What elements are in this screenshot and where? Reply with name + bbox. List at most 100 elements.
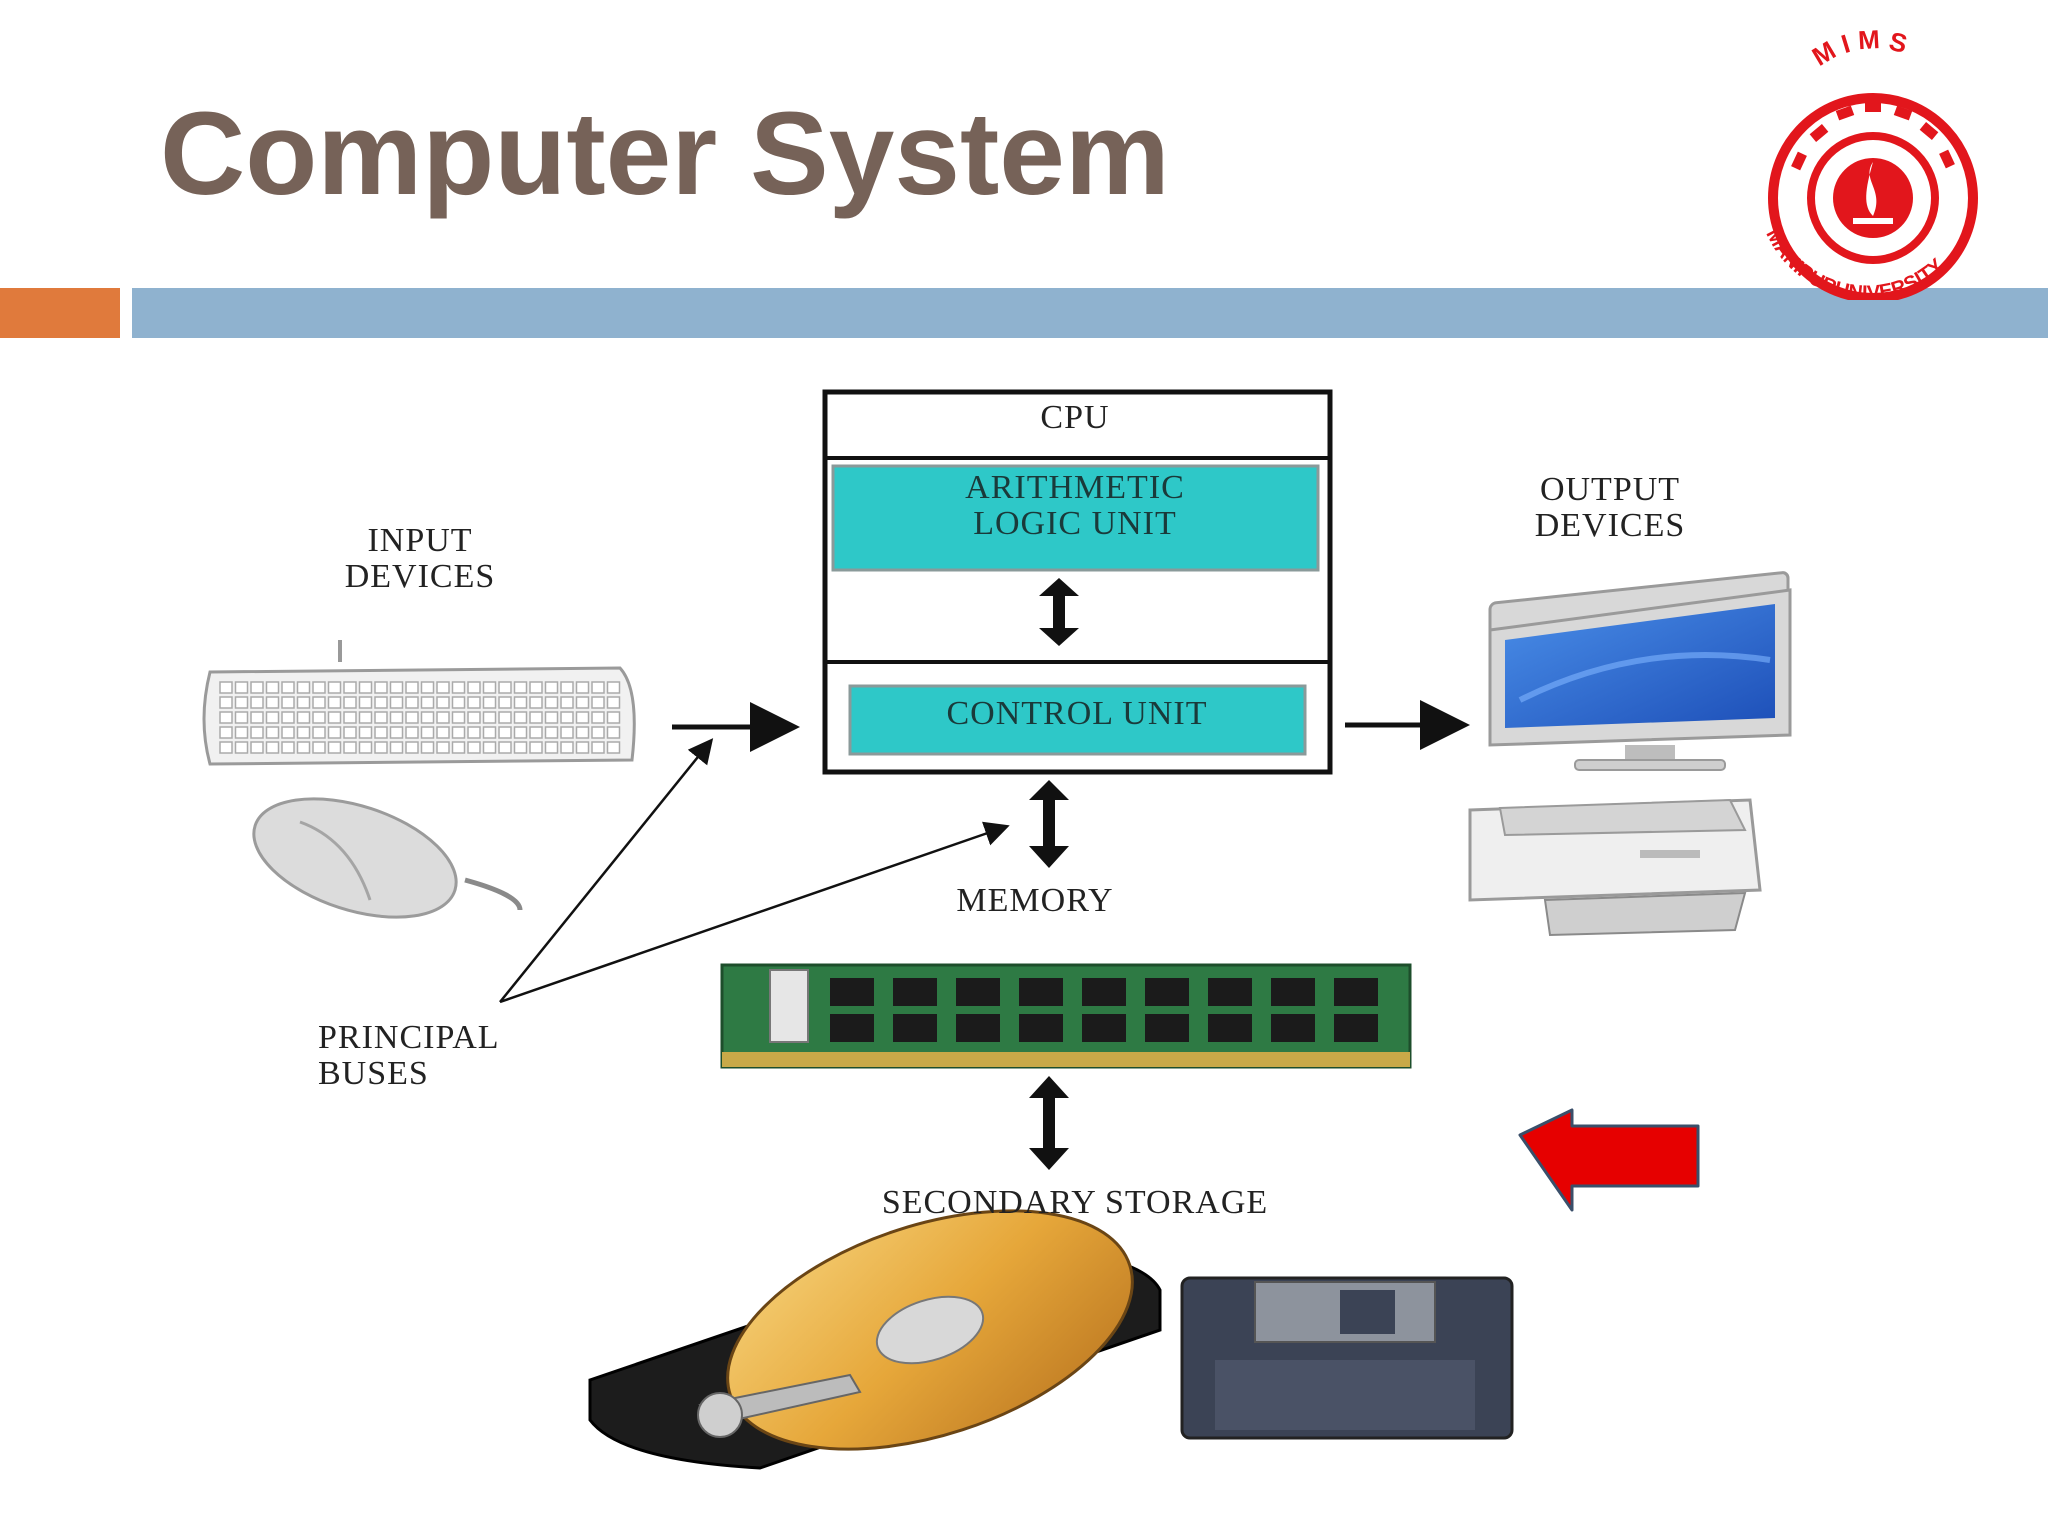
logo-ring-glyphs [1791, 102, 1955, 171]
keyboard-key [606, 741, 621, 754]
keyboard-key [374, 741, 388, 754]
keyboard-key [265, 681, 280, 694]
keyboard-key [405, 711, 419, 724]
keyboard-key [250, 726, 264, 739]
keyboard-key [451, 696, 466, 709]
keyboard-key [343, 681, 357, 694]
keyboard-key [250, 741, 264, 754]
keyboard-key [234, 741, 249, 754]
keyboard-key [560, 696, 574, 709]
keyboard-key [296, 681, 311, 694]
keyboard-key [265, 726, 280, 739]
keyboard-key [575, 741, 590, 754]
keyboard-key [296, 741, 311, 754]
keyboard-key [451, 711, 466, 724]
keyboard-key [327, 681, 342, 694]
keyboard-key [343, 741, 357, 754]
ram-chip [1019, 1014, 1063, 1042]
keyboard-key [560, 741, 574, 754]
keyboard-key [482, 741, 497, 754]
keyboard-key [234, 696, 249, 709]
keyboard-key [389, 711, 404, 724]
keyboard-icon [202, 640, 636, 766]
keyboard-key [482, 711, 497, 724]
keyboard-key [591, 696, 605, 709]
keyboard-key [296, 726, 311, 739]
university-logo: M I M S MANIPURUNIVERSITY [1761, 30, 1978, 300]
keyboard-key [250, 711, 264, 724]
output-label-line2: DEVICES [1534, 507, 1686, 544]
cpu-box [822, 389, 1333, 775]
ram-chip [830, 978, 874, 1006]
buses-label-line1: PRINCIPAL [318, 1019, 500, 1056]
keyboard-key [467, 711, 481, 724]
ram-chip [830, 1014, 874, 1042]
keyboard-key [529, 681, 543, 694]
ram-chip [1019, 978, 1063, 1006]
red-left-arrow-icon [1518, 1108, 1700, 1212]
keyboard-key [544, 726, 559, 739]
keyboard-key [374, 726, 388, 739]
keyboard-key [498, 741, 512, 754]
keyboard-key [327, 726, 342, 739]
keyboard-key [234, 726, 249, 739]
keyboard-key [234, 681, 249, 694]
keyboard-key [560, 711, 574, 724]
keyboard-key [436, 711, 450, 724]
keyboard-key [250, 696, 264, 709]
keyboard-key [513, 711, 528, 724]
keyboard-key [467, 696, 481, 709]
floppy-disk-icon [1180, 1276, 1514, 1440]
keyboard-key [234, 711, 249, 724]
keyboard-key [219, 726, 233, 739]
keyboard-key [436, 726, 450, 739]
keyboard-key [513, 696, 528, 709]
ram-chip [1082, 978, 1126, 1006]
keyboard-key [389, 696, 404, 709]
keyboard-key [591, 726, 605, 739]
keyboard-key [358, 681, 373, 694]
keyboard-key [327, 741, 342, 754]
principal-buses-label: PRINCIPAL BUSES [318, 1020, 578, 1092]
bus-line-lower [499, 821, 1010, 1004]
cpu-label: CPU [1040, 399, 1110, 436]
keyboard-key [281, 681, 295, 694]
keyboard-key [606, 726, 621, 739]
keyboard-key [281, 696, 295, 709]
bus-line-upper [499, 738, 714, 1003]
keyboard-key [467, 681, 481, 694]
keyboard-key [513, 741, 528, 754]
monitor-icon [1488, 571, 1792, 771]
keyboard-key [544, 681, 559, 694]
keyboard-key [312, 726, 326, 739]
ram-chip [1271, 1014, 1315, 1042]
keyboard-key [498, 681, 512, 694]
keyboard-key [451, 681, 466, 694]
keyboard-key [358, 726, 373, 739]
keyboard-key [327, 711, 342, 724]
keyboard-key [405, 741, 419, 754]
keyboard-key [250, 681, 264, 694]
keyboard-key [436, 741, 450, 754]
keyboard-key [281, 741, 295, 754]
keyboard-key [265, 696, 280, 709]
secondary-storage-label: SECONDARY STORAGE [881, 1184, 1269, 1221]
keyboard-key [420, 681, 435, 694]
keyboard-key [389, 726, 404, 739]
keyboard-key [451, 741, 466, 754]
ram-chip [893, 1014, 937, 1042]
keyboard-key [420, 741, 435, 754]
keyboard-key [498, 711, 512, 724]
ram-chip [1145, 1014, 1189, 1042]
keyboard-key [358, 696, 373, 709]
keyboard-key [405, 681, 419, 694]
ram-module-icon [720, 963, 1412, 1069]
keyboard-key [591, 681, 605, 694]
keyboard-key [312, 681, 326, 694]
ram-chip [956, 978, 1000, 1006]
keyboard-key [312, 711, 326, 724]
keyboard-key [296, 696, 311, 709]
keyboard-key [591, 711, 605, 724]
keyboard-key [343, 726, 357, 739]
